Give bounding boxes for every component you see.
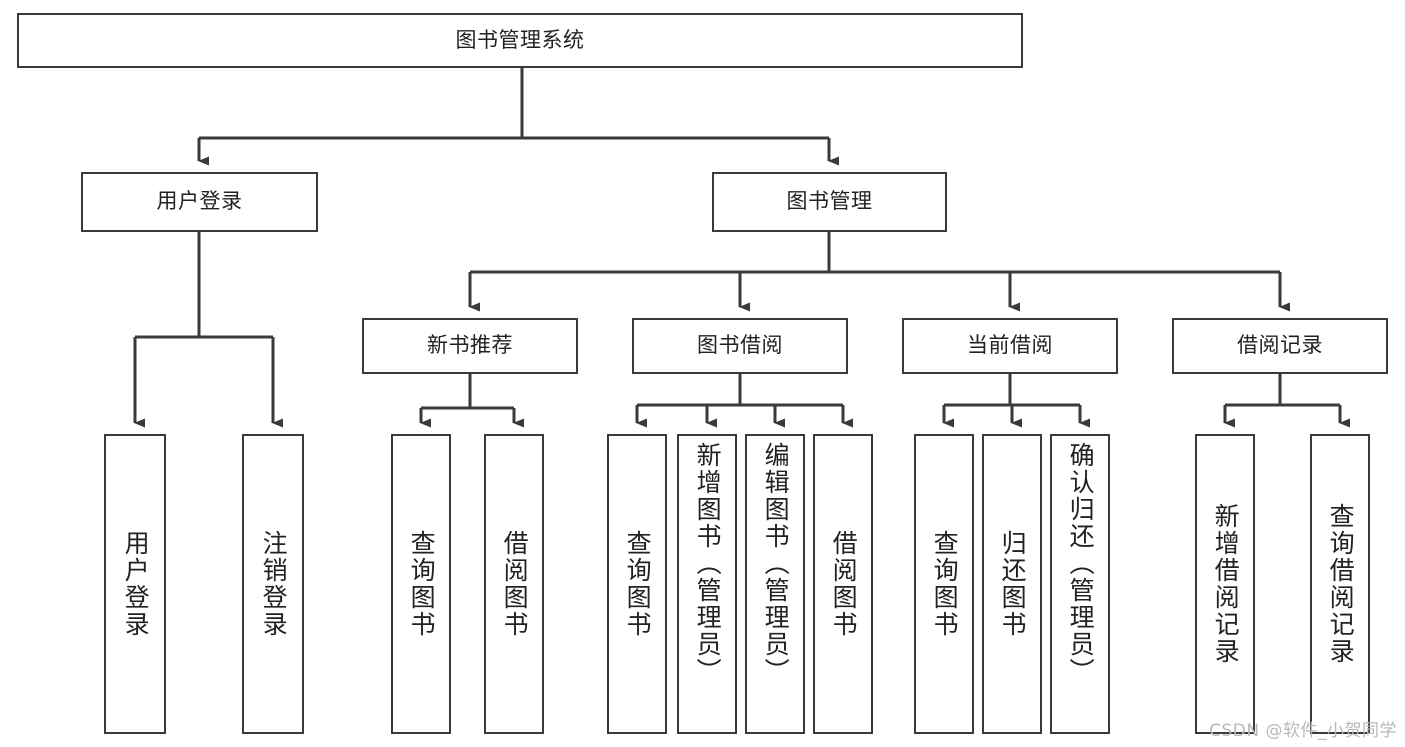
node-label: 查询图书 bbox=[930, 530, 960, 638]
node-leaf-query-book-3[interactable]: 查询图书 bbox=[914, 434, 974, 734]
node-book-borrow[interactable]: 图书借阅 bbox=[632, 318, 848, 374]
node-user-login[interactable]: 用户登录 bbox=[81, 172, 318, 232]
node-label: 借阅记录 bbox=[1237, 333, 1323, 358]
edge-group bbox=[133, 68, 1350, 428]
node-borrow-record[interactable]: 借阅记录 bbox=[1172, 318, 1388, 374]
node-leaf-edit-book-admin[interactable]: 编辑图书（管理员） bbox=[745, 434, 805, 734]
node-label: 查询图书 bbox=[623, 530, 653, 638]
node-label: 图书管理系统 bbox=[455, 27, 585, 52]
node-leaf-confirm-return-admin[interactable]: 确认归还（管理员） bbox=[1050, 434, 1110, 734]
node-label: 借阅图书 bbox=[500, 530, 530, 638]
node-label: 新书推荐 bbox=[427, 333, 513, 358]
node-label: 确认归还（管理员） bbox=[1066, 442, 1096, 685]
node-current-borrow[interactable]: 当前借阅 bbox=[902, 318, 1118, 374]
edge-bookborrow-to-leaves bbox=[635, 374, 853, 428]
watermark: CSDN @软件_小贺同学 bbox=[1209, 721, 1397, 741]
node-leaf-query-book-2[interactable]: 查询图书 bbox=[607, 434, 667, 734]
node-label: 查询借阅记录 bbox=[1326, 503, 1356, 665]
node-label: 用户登录 bbox=[156, 189, 243, 214]
node-leaf-logout[interactable]: 注销登录 bbox=[242, 434, 304, 734]
node-label: 新增图书（管理员） bbox=[693, 442, 723, 685]
node-label: 编辑图书（管理员） bbox=[761, 442, 791, 685]
node-label: 图书管理 bbox=[786, 189, 873, 214]
edge-newbook-to-leaves bbox=[419, 374, 524, 428]
node-label: 图书借阅 bbox=[697, 333, 783, 358]
node-label: 用户登录 bbox=[121, 530, 151, 638]
node-label: 查询图书 bbox=[407, 530, 437, 638]
edge-currentborrow-to-leaves bbox=[942, 374, 1090, 428]
node-label: 注销登录 bbox=[259, 530, 289, 638]
node-label: 当前借阅 bbox=[967, 333, 1053, 358]
node-leaf-return-book[interactable]: 归还图书 bbox=[982, 434, 1042, 734]
edge-userlogin-to-leaves bbox=[133, 232, 283, 428]
node-leaf-user-login[interactable]: 用户登录 bbox=[104, 434, 166, 734]
edge-root-to-level1 bbox=[197, 68, 839, 166]
node-label: 借阅图书 bbox=[829, 530, 859, 638]
node-leaf-add-borrow-record[interactable]: 新增借阅记录 bbox=[1195, 434, 1255, 734]
node-leaf-query-book-1[interactable]: 查询图书 bbox=[391, 434, 451, 734]
node-new-book-rec[interactable]: 新书推荐 bbox=[362, 318, 578, 374]
node-book-manage[interactable]: 图书管理 bbox=[712, 172, 947, 232]
node-leaf-add-book-admin[interactable]: 新增图书（管理员） bbox=[677, 434, 737, 734]
edge-bookmanage-to-level2 bbox=[468, 232, 1290, 312]
edge-borrowrecord-to-leaves bbox=[1223, 374, 1350, 428]
node-root[interactable]: 图书管理系统 bbox=[17, 13, 1023, 68]
node-label: 新增借阅记录 bbox=[1211, 503, 1241, 665]
node-leaf-query-borrow-record[interactable]: 查询借阅记录 bbox=[1310, 434, 1370, 734]
node-label: 归还图书 bbox=[998, 530, 1028, 638]
node-leaf-borrow-book-1[interactable]: 借阅图书 bbox=[484, 434, 544, 734]
node-leaf-borrow-book-2[interactable]: 借阅图书 bbox=[813, 434, 873, 734]
